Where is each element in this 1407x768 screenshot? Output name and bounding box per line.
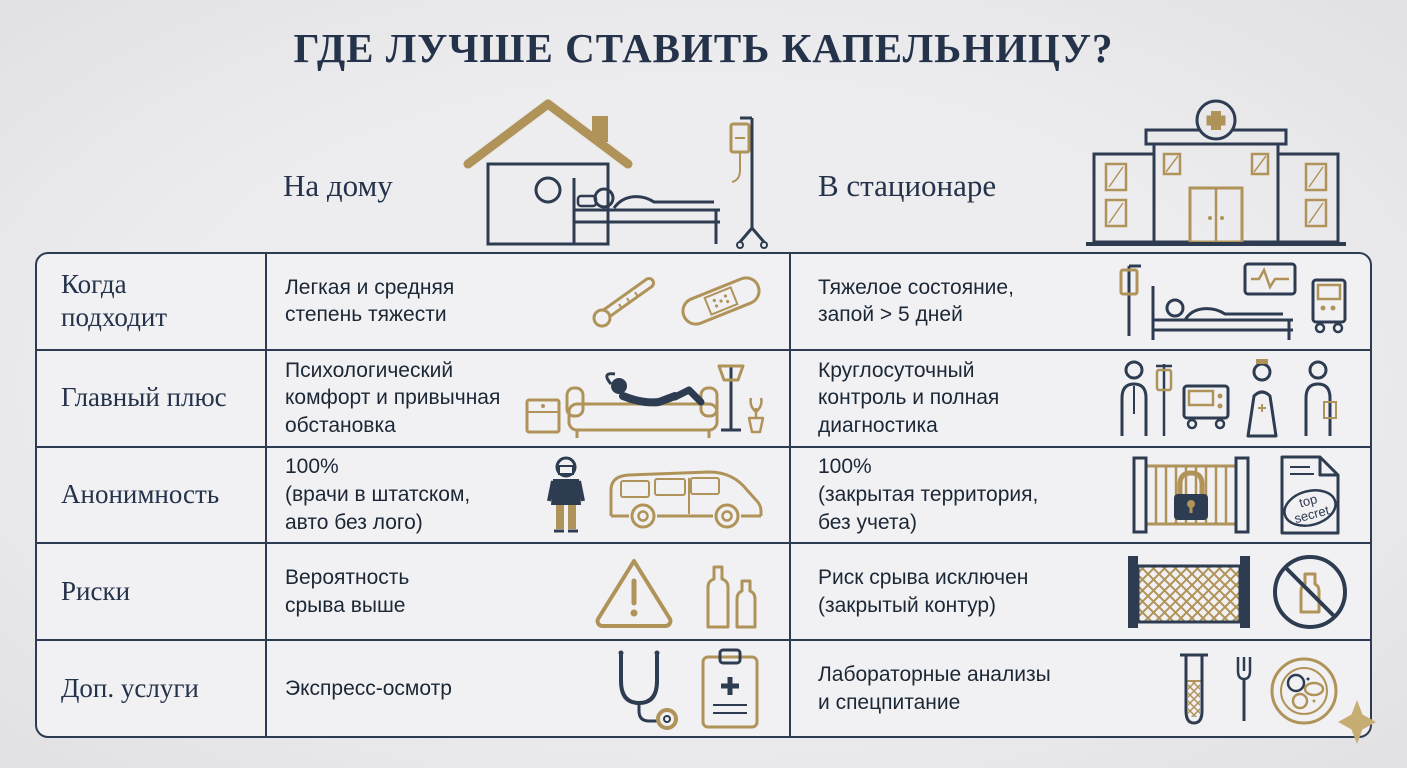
safety-net-icon [1128, 555, 1250, 628]
table-row: Когда подходит Легкая и средняя степень … [37, 254, 1370, 349]
hospital-cell-text: Круглосуточный контроль и полная диагнос… [818, 358, 1000, 438]
top-secret-document-icon: top secret [1280, 455, 1340, 535]
hospital-cell-text: Риск срыва исключен (закрытый контур) [818, 566, 1029, 617]
hospital-cell-icons [1126, 550, 1352, 634]
home-cell-icons [523, 356, 765, 440]
no-alcohol-icon [1273, 554, 1347, 629]
hospital-bed-monitoring-icon [1119, 262, 1347, 341]
home-cell: Легкая и средняя степень тяжести [267, 254, 791, 349]
home-cell: 100% (врачи в штатском, авто без лого) [267, 447, 791, 543]
hospital-cell-text: Тяжелое состояние, запой > 5 дней [818, 275, 1014, 327]
row-label: Главный плюс [37, 350, 267, 446]
locked-gate-icon [1132, 456, 1250, 534]
table-row: Анонимность 100% (врачи в штатском, авто… [37, 445, 1370, 543]
plainclothes-person-icon [547, 456, 585, 533]
hospital-cell-icons [1117, 260, 1352, 342]
home-care-illustration-icon [463, 99, 768, 249]
hospital-cell-text: Лабораторные анализы и спецпитание [818, 662, 1051, 714]
svg-text:top: top [1297, 491, 1318, 510]
hospital-cell-icons: top secret [1130, 453, 1352, 537]
hospital-cell-icons [1174, 647, 1352, 731]
hospital-cell-text: 100% (закрытая территория, без учета) [818, 455, 1039, 534]
brand-star-logo-icon [1338, 700, 1376, 744]
home-cell-text: Вероятность срыва выше [285, 566, 410, 617]
home-cell-icons [603, 647, 765, 731]
hospital-cell-icons [1112, 356, 1352, 440]
column-header-home: На дому [283, 168, 393, 203]
home-cell-text: Экспресс-осмотр [285, 676, 452, 700]
home-cell-icons [543, 455, 765, 535]
meal-plate-icon [1236, 656, 1338, 725]
hospital-cell: Тяжелое состояние, запой > 5 дней [791, 254, 1370, 349]
unmarked-van-icon [609, 470, 763, 529]
table-row: Главный плюс Психологический комфорт и п… [37, 348, 1370, 446]
test-tube-icon [1180, 653, 1208, 725]
table-row: Риски Вероятность срыва выше Риск ср [37, 542, 1370, 640]
page-title: ГДЕ ЛУЧШЕ СТАВИТЬ КАПЕЛЬНИЦУ? [293, 25, 1114, 71]
row-label: Риски [37, 544, 267, 640]
table-row: Доп. услуги Экспресс-осмотр [37, 639, 1370, 736]
home-cell-text: Психологический комфорт и привычная обст… [285, 358, 501, 438]
comparison-table: Когда подходит Легкая и средняя степень … [35, 252, 1372, 738]
home-comfort-sofa-icon [525, 364, 765, 439]
home-cell-icons [591, 555, 765, 629]
home-cell-text: Легкая и средняя степень тяжести [285, 275, 455, 327]
warning-triangle-icon [595, 558, 673, 628]
home-cell-text: 100% (врачи в штатском, авто без лого) [285, 455, 471, 534]
hospital-cell: Лабораторные анализы и спецпитание [791, 641, 1370, 736]
medical-staff-equipment-icon [1120, 359, 1337, 438]
medical-clipboard-icon [701, 648, 759, 729]
row-label: Когда подходит [37, 254, 267, 349]
hospital-cell: Риск срыва исключен (закрытый контур) [791, 544, 1370, 639]
home-cell-icons [589, 272, 765, 330]
home-cell: Вероятность срыва выше [267, 544, 791, 640]
hospital-building-illustration-icon [1086, 99, 1346, 246]
column-header-hospital: В стационаре [818, 168, 997, 203]
home-cell: Психологический комфорт и привычная обст… [267, 350, 791, 446]
bottles-icon [706, 565, 757, 629]
bandage-icon [681, 276, 761, 327]
row-label: Доп. услуги [37, 641, 267, 736]
stethoscope-icon [618, 650, 678, 730]
hospital-cell: Круглосуточный контроль и полная диагнос… [791, 351, 1370, 446]
svg-text:secret: secret [1293, 502, 1331, 526]
home-cell: Экспресс-осмотр [267, 641, 791, 736]
row-label: Анонимность [37, 447, 267, 543]
thermometer-icon [592, 277, 655, 328]
hospital-cell: 100% (закрытая территория, без учета) [791, 448, 1370, 543]
